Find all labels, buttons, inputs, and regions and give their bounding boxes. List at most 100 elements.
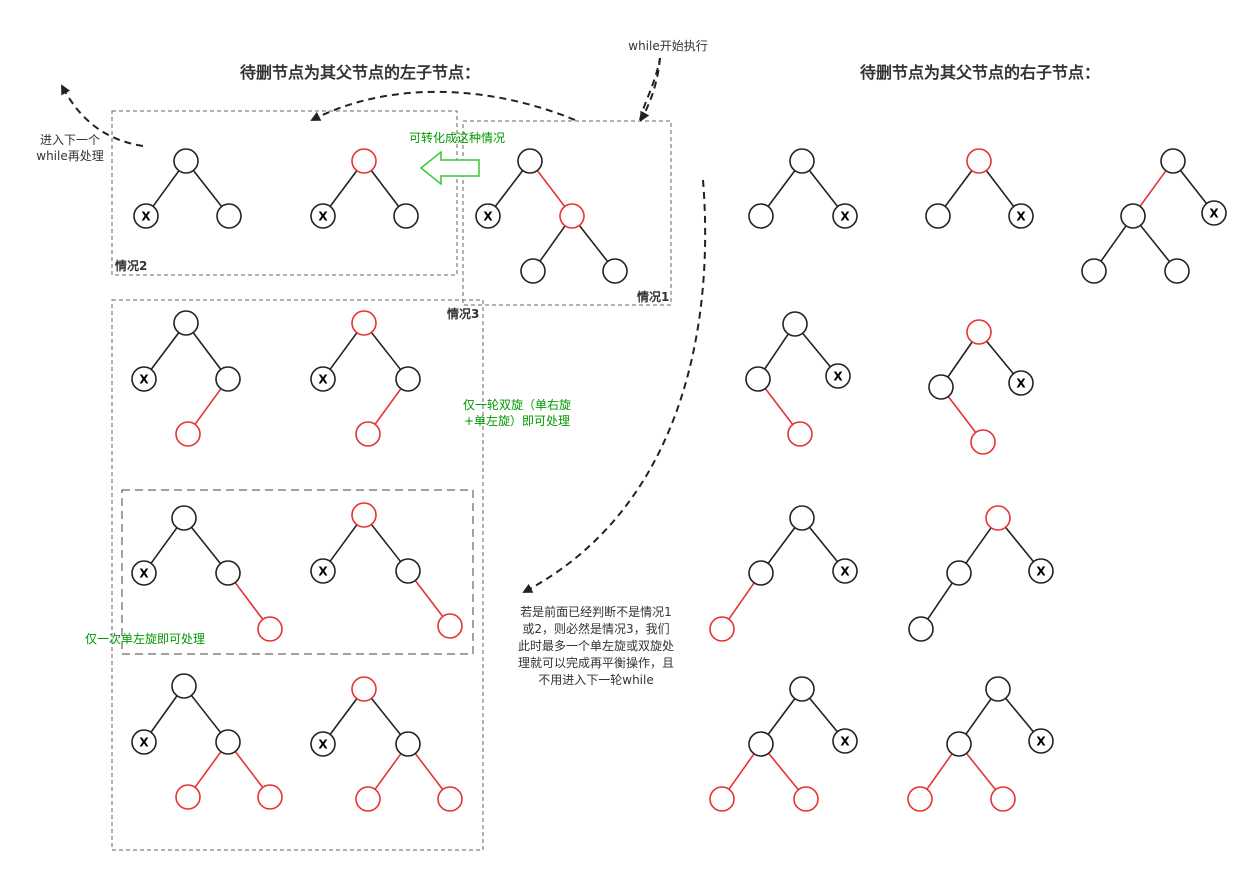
right-tree-4b-node-4-red [990, 786, 1016, 812]
right-tree-4b-edge-3 [965, 752, 997, 791]
case2-tree-before-deleted-node-marker: X [141, 210, 151, 224]
while-start-arrow-line [639, 57, 661, 121]
case3-tree-3b-node-2-black [395, 731, 421, 757]
right-tree-1c-node-2-black [1201, 200, 1227, 226]
case2-tree-after-node-0-red [351, 148, 377, 174]
right-tree-1b-node-1-black [925, 203, 951, 229]
right-tree-2b-node-0-red [966, 319, 992, 345]
right-tree-2b-node-2-black [1008, 370, 1034, 396]
right-tree-3b-deleted-node-marker: X [1036, 565, 1046, 579]
case2-tree-before-node-2-black [216, 203, 242, 229]
case3-tree-3b-node-0-red [351, 676, 377, 702]
right-tree-3a-edge-2 [728, 582, 755, 620]
right-tree-3a-node-3-red [709, 616, 735, 642]
case3-tree-3a-node-2-black [215, 729, 241, 755]
case3-tree-2a-node-0-black [171, 505, 197, 531]
case3-tree-2b-edge-1 [370, 523, 402, 563]
right-tree-1c-node-0-black [1160, 148, 1186, 174]
right-tree-1b-edge-0 [944, 170, 973, 207]
right-tree-1a-deleted-node-marker: X [840, 210, 850, 224]
case3-tree-3a-deleted-node-marker: X [139, 736, 149, 750]
case3-tree-1a-node-0-black [173, 310, 199, 336]
case3-tree-1a-edge-1 [192, 332, 222, 370]
case3-tree-3b-node-4-red [437, 786, 463, 812]
case3-tree-1a-node-1-black [131, 366, 157, 392]
case3-tree-3a-edge-1 [190, 694, 222, 734]
while-start-note: while开始执行 [628, 39, 707, 53]
case3-tree-3a-node-3-red [175, 784, 201, 810]
case2-tree-after-node-1-black [310, 203, 336, 229]
right-tree-1c-edge-0 [1139, 170, 1167, 207]
case3-tree-1b-edge-0 [329, 332, 358, 370]
case3-tree-2b-node-3-red [437, 613, 463, 639]
right-tree-1c-node-3-black [1081, 258, 1107, 284]
conclusion-note-line1: 若是前面已经判断不是情况1 [520, 604, 672, 619]
case1-tree-node-3-black [520, 258, 546, 284]
case3-tree-1b-node-0-red [351, 310, 377, 336]
right-tree-3a-node-0-black [789, 505, 815, 531]
case3-tree-1a-node-2-black [215, 366, 241, 392]
right-tree-3b-edge-1 [1004, 526, 1035, 563]
right-tree-3a-edge-1 [808, 526, 839, 563]
case2-tree-after-edge-0 [329, 170, 358, 207]
case3-tree-3b-node-3-red [355, 786, 381, 812]
conclusion-note-line3: 此时最多一个单左旋或双旋处 [518, 638, 674, 653]
next-while-arrow [61, 84, 144, 147]
right-tree-4b-node-3-red [907, 786, 933, 812]
right-tree-2b-edge-2 [947, 396, 977, 433]
right-tree-2a-edge-0 [764, 333, 789, 370]
case3-tree-3a-edge-0 [150, 695, 178, 733]
case3-tree-3a-edge-2 [194, 751, 222, 788]
right-tree-2a-edge-1 [802, 332, 831, 368]
case1-tree-edge-2 [539, 225, 566, 262]
case2-tree-after-node-2-black [393, 203, 419, 229]
case3-tree-3b-deleted-node-marker: X [318, 738, 328, 752]
right-tree-4b-node-1-black [946, 731, 972, 757]
right-tree-2a-node-1-black [745, 366, 771, 392]
case3-tree-1b-edge-1 [370, 331, 402, 371]
double-rotation-note-line2: +单左旋）即可处理 [464, 413, 570, 428]
right-tree-4b-node-2-black [1028, 728, 1054, 754]
double-rotation-note-line1: 仅一轮双旋（单右旋 [463, 397, 571, 412]
case3-tree-3b-edge-0 [329, 698, 358, 735]
case3-tree-3b-edge-1 [370, 697, 402, 736]
case3-tree-1a-node-3-red [175, 421, 201, 447]
right-tree-2a-node-0-black [782, 311, 808, 337]
case3-conclusion-arrow [522, 179, 707, 593]
right-tree-4a-node-3-red [709, 786, 735, 812]
case3-tree-3b-edge-2 [374, 753, 402, 790]
convert-arrow-icon [419, 150, 480, 186]
right-tree-2b-edge-1 [986, 340, 1014, 375]
case3-tree-1b-edge-2 [374, 388, 402, 425]
right-tree-2b-node-3-red [970, 429, 996, 455]
next-while-note-line1: 进入下一个 [40, 133, 100, 147]
right-tree-4b-edge-0 [965, 698, 992, 735]
case1-tree-edge-0 [494, 170, 524, 207]
case3-tree-2b-node-2-black [395, 558, 421, 584]
tree-edges [150, 169, 1208, 791]
right-tree-1a-node-0-black [789, 148, 815, 174]
case1-tree-edge-3 [578, 224, 609, 263]
case3-tree-1b-node-1-black [310, 366, 336, 392]
case3-tree-2b-node-0-red [351, 502, 377, 528]
case3-tree-2b-edge-2 [414, 580, 444, 617]
case3-label: 情况3 [447, 306, 479, 321]
right-tree-2a-deleted-node-marker: X [833, 370, 843, 384]
single-rotation-box [121, 489, 474, 655]
case3-tree-2a-node-3-red [257, 616, 283, 642]
right-tree-3b-node-0-red [985, 505, 1011, 531]
right-tree-4a-node-4-red [793, 786, 819, 812]
right-tree-1c-edge-1 [1179, 169, 1208, 205]
case3-tree-2a-node-2-black [215, 560, 241, 586]
right-tree-3b-node-3-black [908, 616, 934, 642]
right-tree-3b-node-2-black [1028, 558, 1054, 584]
case2-label: 情况2 [115, 258, 147, 273]
case1-tree-node-2-red [559, 203, 585, 229]
right-tree-2b-node-1-black [928, 374, 954, 400]
right-tree-2a-edge-2 [764, 388, 794, 425]
right-tree-1c-edge-2 [1100, 225, 1127, 262]
right-tree-4a-edge-0 [767, 698, 796, 735]
right-tree-3a-edge-0 [767, 527, 796, 564]
right-tree-1b-node-0-red [966, 148, 992, 174]
